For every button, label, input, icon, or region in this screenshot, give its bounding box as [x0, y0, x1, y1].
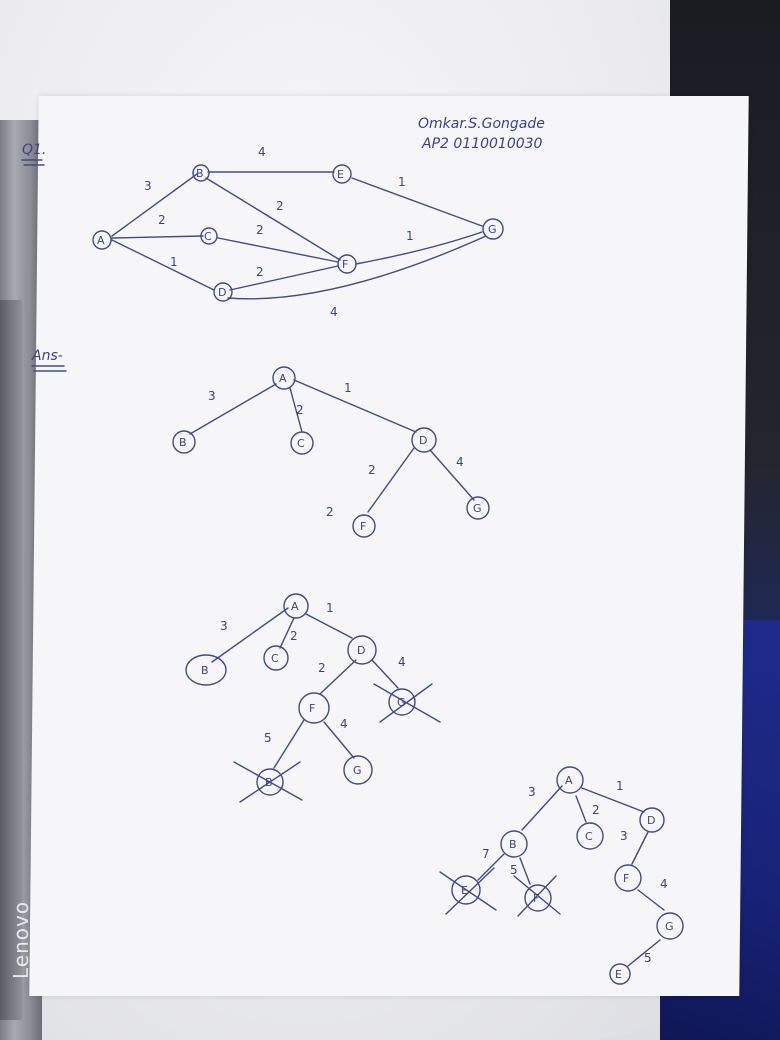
node-label: C	[204, 230, 212, 243]
edge-weight: 3	[208, 389, 216, 403]
edge-weight: 7	[482, 847, 490, 861]
graph-question: A B C D E F G 3 2 1 4 2 2 2 1 1 4	[92, 145, 504, 319]
author-id: AP2 0110010030	[421, 136, 543, 152]
answer-label: Ans-	[31, 348, 63, 364]
graph-node	[213, 282, 233, 302]
graph-node	[482, 218, 504, 240]
edge-weight: 4	[660, 877, 668, 891]
edge-weight: 2	[326, 505, 334, 519]
tree-step-3: A B C D F G E F E 3 2 1 3 4 7 5 5	[439, 766, 684, 985]
edge-weight: 1	[170, 255, 178, 269]
strike-mark	[445, 867, 495, 915]
edge-weight: 5	[264, 731, 272, 745]
node-label: D	[647, 814, 655, 827]
node-label: G	[473, 502, 482, 515]
edge-weight: 3	[220, 619, 228, 633]
graph-node	[192, 164, 210, 182]
node-label: F	[360, 520, 366, 533]
tree-step-2: A B C D F G G B 3 2 1 2 4 5 4	[185, 593, 441, 803]
edge-weight: 2	[296, 403, 304, 417]
graph-node	[92, 230, 112, 250]
node-label: E	[337, 168, 344, 181]
edge-weight: 3	[144, 179, 152, 193]
tree-step-1: A B C D F G 3 2 1 2 4 2	[172, 366, 490, 538]
node-label: G	[665, 920, 674, 933]
node-label: D	[419, 434, 427, 447]
node-label: C	[585, 830, 593, 843]
node-label: C	[271, 652, 279, 665]
laptop-edge	[0, 300, 22, 1020]
node-label: D	[357, 644, 365, 657]
edge-weight: 1	[326, 601, 334, 615]
graph-node	[337, 254, 357, 274]
node-label: A	[565, 774, 573, 787]
strike-mark	[379, 683, 433, 723]
graph-node	[200, 227, 218, 245]
edge-weight: 2	[256, 265, 264, 279]
edge-weight: 4	[456, 455, 464, 469]
edge-weight: 2	[290, 629, 298, 643]
node-label: B	[201, 664, 209, 677]
edge-weight: 3	[620, 829, 628, 843]
node-label: F	[623, 872, 629, 885]
node-label: D	[218, 286, 226, 299]
graph-node	[332, 164, 352, 184]
node-label: B	[265, 776, 273, 789]
edge-weight: 2	[368, 463, 376, 477]
edge-weight: 1	[406, 229, 414, 243]
author-name: Omkar.S.Gongade	[418, 116, 545, 132]
edge-weight: 2	[256, 223, 264, 237]
edge-weight: 1	[344, 381, 352, 395]
edge-weight: 3	[528, 785, 536, 799]
node-label: E	[615, 968, 622, 981]
edge-weight: 4	[340, 717, 348, 731]
edge-weight: 4	[330, 305, 338, 319]
strike-mark	[517, 875, 557, 917]
node-label: A	[291, 600, 299, 613]
node-label: G	[488, 223, 497, 236]
edge-weight: 4	[398, 655, 406, 669]
edge-weight: 5	[510, 863, 518, 877]
edge-weight: 2	[276, 199, 284, 213]
node-label: B	[509, 838, 517, 851]
node-label: C	[297, 437, 305, 450]
strike-mark	[233, 761, 303, 801]
node-label: A	[97, 234, 105, 247]
node-label: B	[179, 436, 187, 449]
node-label: G	[397, 696, 406, 709]
edge-weight: 2	[158, 213, 166, 227]
node-label: F	[533, 892, 539, 905]
edge-weight: 1	[616, 779, 624, 793]
question-label: Q1.	[22, 142, 46, 158]
strike-mark	[439, 871, 497, 911]
edge-weight: 2	[318, 661, 326, 675]
node-label: B	[196, 167, 204, 180]
node-label: A	[279, 372, 287, 385]
node-label: E	[461, 884, 468, 897]
edge-weight: 1	[398, 175, 406, 189]
node-label: F	[309, 702, 315, 715]
edge-weight: 2	[592, 803, 600, 817]
edge-weight: 5	[644, 951, 652, 965]
strike-mark	[239, 761, 301, 803]
node-label: F	[342, 258, 348, 271]
node-label: G	[353, 764, 362, 777]
edge-weight: 4	[258, 145, 266, 159]
